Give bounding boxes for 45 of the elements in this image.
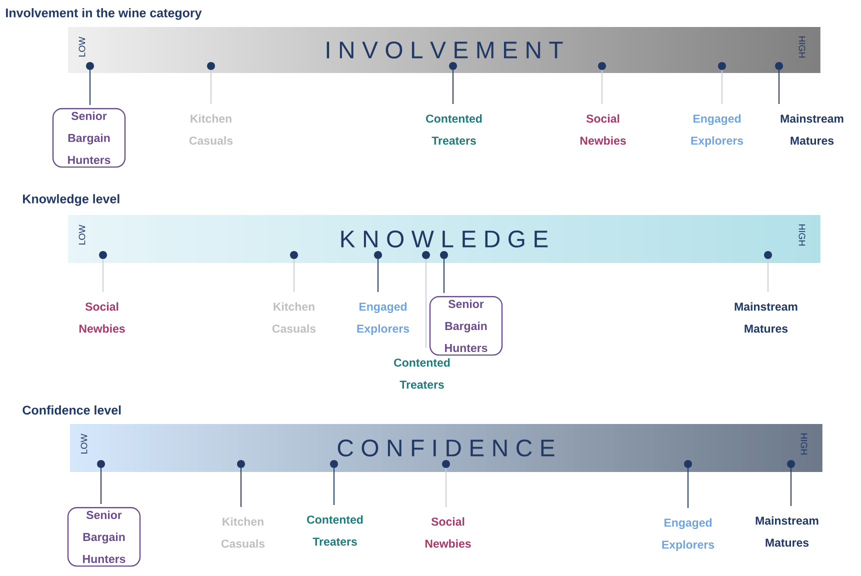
segment-box: Senior Bargain Hunters [67, 507, 141, 567]
marker-dot [207, 62, 215, 70]
marker-dot [442, 460, 450, 468]
segment-box: Senior Bargain Hunters [52, 108, 126, 168]
high-label: HIGH [798, 224, 806, 246]
marker-dot [764, 251, 772, 259]
segment-label: Social Newbies [79, 302, 125, 333]
marker-dot [99, 251, 107, 259]
segment-label: Mainstream Matures [734, 302, 798, 333]
marker-dot [97, 460, 105, 468]
marker-dot [330, 460, 338, 468]
low-label: LOW [78, 224, 86, 245]
low-label: LOW [78, 36, 86, 57]
section-heading: Involvement in the wine category [6, 8, 202, 20]
section-heading: Knowledge level [23, 194, 120, 206]
segment-label: Social Newbies [425, 517, 471, 548]
marker-dot [718, 62, 726, 70]
high-label: HIGH [798, 36, 806, 58]
section-heading: Confidence level [22, 405, 121, 415]
marker-dot [440, 251, 448, 259]
segment-label: Kitchen Casuals [189, 114, 233, 145]
marker-dot [86, 62, 94, 70]
marker-dot [290, 251, 298, 259]
segment-label: Mainstream Matures [780, 114, 844, 145]
marker-dot [775, 62, 783, 70]
segment-label: Kitchen Casuals [221, 517, 265, 548]
marker-dot [449, 62, 457, 70]
segment-box: Senior Bargain Hunters [429, 296, 503, 356]
segment-label: Engaged Explorers [357, 302, 410, 335]
high-label: HIGH [800, 434, 808, 455]
marker-dot [684, 460, 692, 468]
segment-label: Mainstream Matures [756, 516, 818, 547]
segment-label: Contented Treaters [307, 515, 363, 546]
low-label: LOW [80, 434, 88, 454]
segment-label: Social Newbies [580, 114, 626, 145]
segment-label: Engaged Explorers [662, 518, 714, 551]
marker-dot [422, 251, 430, 259]
segment-label: Kitchen Casuals [272, 302, 316, 333]
marker-dot [237, 460, 245, 468]
marker-dot [598, 62, 606, 70]
marker-dot [374, 251, 382, 259]
marker-dot [787, 460, 795, 468]
segment-label: Engaged Explorers [691, 114, 744, 147]
segment-label: Contented Treaters [426, 114, 482, 145]
segment-label: Contented Treaters [394, 358, 450, 389]
